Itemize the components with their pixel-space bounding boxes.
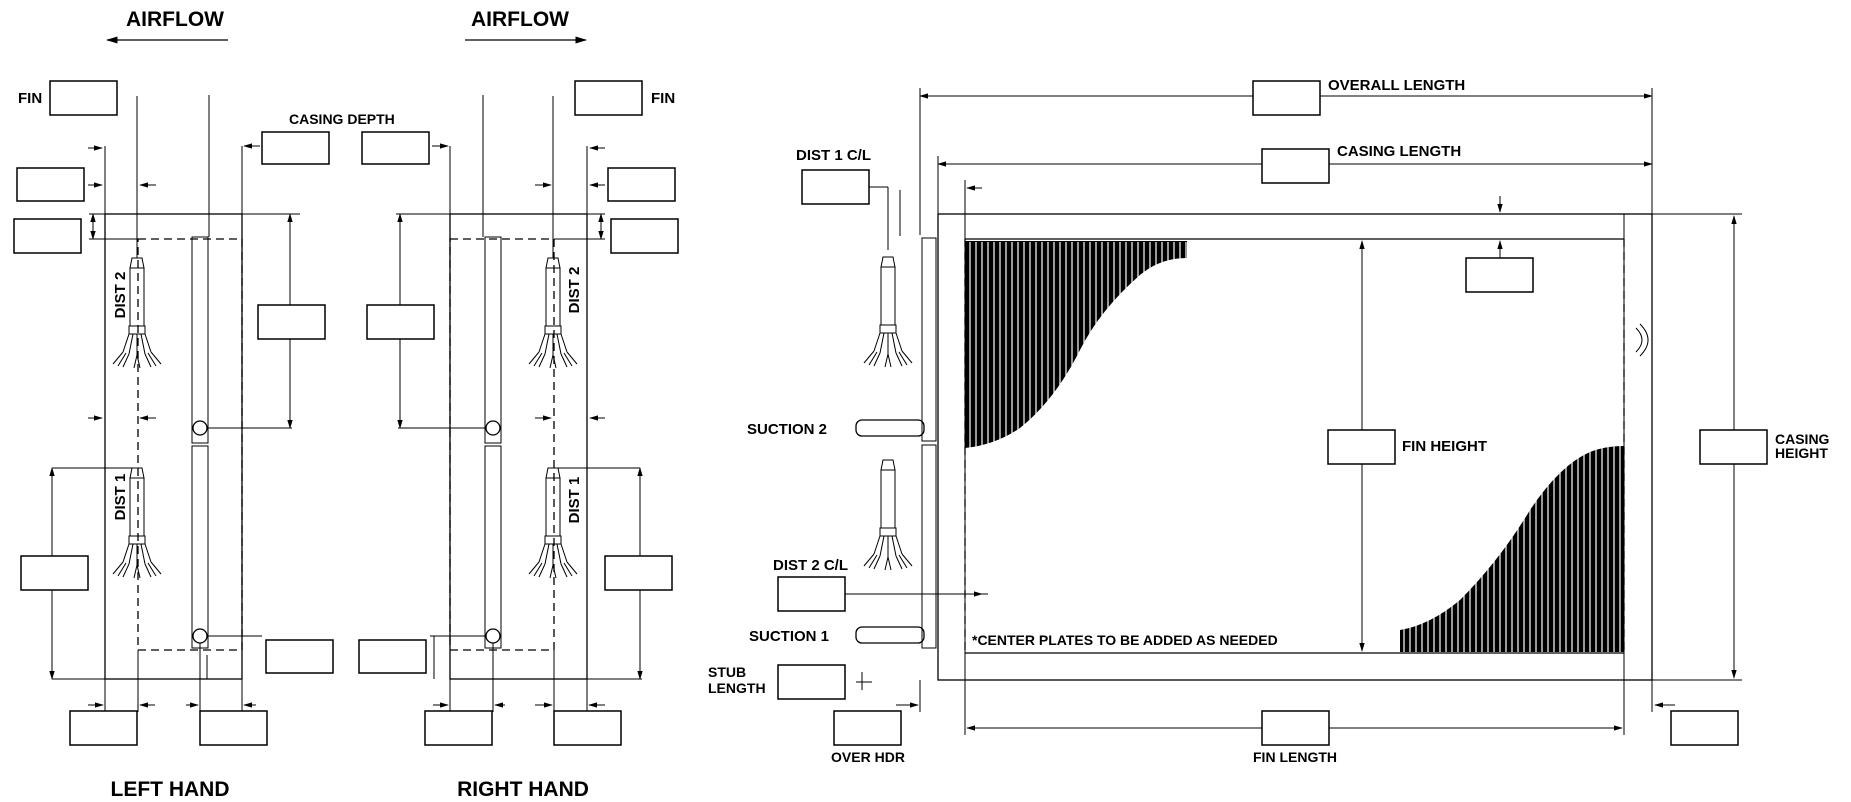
- left-casing: [104, 213, 243, 680]
- side-header-upper: [921, 237, 937, 442]
- fin-length-input[interactable]: [1261, 710, 1330, 746]
- left-dist2-height-input[interactable]: [257, 304, 326, 340]
- right-suction2-stub: [485, 420, 501, 436]
- dist2-cl-input[interactable]: [777, 576, 846, 612]
- left-hand-view: AIRFLOW FIN DIST 2 DIST 1: [13, 8, 334, 801]
- right-bottom-right-input[interactable]: [553, 710, 622, 746]
- right-header-upper: [484, 236, 502, 444]
- right-dist1-height-input[interactable]: [604, 555, 673, 591]
- left-hand-caption: LEFT HAND: [111, 778, 230, 801]
- fin-left-label: FIN: [18, 90, 42, 107]
- stub-length-label-2: LENGTH: [708, 680, 766, 696]
- left-fin-input[interactable]: [49, 80, 118, 116]
- fin-height-label: FIN HEIGHT: [1402, 438, 1487, 455]
- fin-height-input[interactable]: [1327, 429, 1396, 465]
- fin-right-label: FIN: [651, 90, 675, 107]
- stub-length-label-1: STUB: [708, 664, 746, 680]
- right-fin-outline: [449, 238, 555, 651]
- over-hdr-label: OVER HDR: [831, 749, 905, 765]
- side-distributor-2-icon: [863, 459, 913, 571]
- casing-depth-label: CASING DEPTH: [289, 111, 395, 127]
- right-header-lower: [484, 445, 502, 649]
- right-hand-view: AIRFLOW FIN CASING DEPTH DIST 2 DIST 1: [289, 8, 679, 801]
- dist1-cl-label: DIST 1 C/L: [796, 147, 871, 164]
- side-view: OVERALL LENGTH CASING LENGTH FIN HEI: [708, 77, 1830, 765]
- casing-height-label-1: CASING: [1775, 431, 1830, 447]
- suction1-label: SUCTION 1: [749, 628, 829, 645]
- dist1-cl-input[interactable]: [801, 169, 870, 205]
- side-header-lower: [921, 444, 937, 649]
- left-dist2-label: DIST 2: [112, 272, 129, 319]
- side-casing: [937, 213, 1653, 681]
- left-fin-outline: [137, 238, 243, 651]
- suction2-label: SUCTION 2: [747, 421, 827, 438]
- left-casing-depth-input[interactable]: [261, 131, 330, 165]
- stub-length-input[interactable]: [777, 664, 846, 700]
- overall-length-label: OVERALL LENGTH: [1328, 77, 1465, 94]
- left-fin-top-input[interactable]: [13, 218, 82, 254]
- fin-length-label: FIN LENGTH: [1253, 749, 1337, 765]
- left-bottom-left-input[interactable]: [69, 710, 138, 746]
- right-extension-input[interactable]: [1670, 710, 1739, 746]
- left-fin-offset-input[interactable]: [16, 167, 85, 202]
- casing-length-input[interactable]: [1261, 148, 1330, 184]
- left-suction1-stub: [192, 628, 208, 644]
- right-dist2-height-input[interactable]: [366, 304, 435, 340]
- left-bottom-right-input[interactable]: [199, 710, 268, 746]
- over-hdr-input[interactable]: [833, 710, 902, 746]
- overall-length-input[interactable]: [1252, 80, 1321, 116]
- suction2-stub: [855, 419, 925, 437]
- suction1-stub: [855, 626, 925, 644]
- left-suction1-offset-input[interactable]: [265, 639, 334, 674]
- side-distributor-1-icon: [863, 256, 913, 368]
- right-casing-depth-input[interactable]: [361, 131, 430, 165]
- right-bottom-left-input[interactable]: [424, 710, 493, 746]
- dist2-cl-label: DIST 2 C/L: [773, 557, 848, 574]
- right-suction1-offset-input[interactable]: [358, 639, 427, 674]
- center-plates-note: *CENTER PLATES TO BE ADDED AS NEEDED: [972, 632, 1278, 648]
- left-header-upper: [191, 236, 209, 444]
- fin-top-offset-input[interactable]: [1465, 257, 1534, 293]
- right-suction1-stub: [485, 628, 501, 644]
- right-dist1-label: DIST 1: [566, 477, 583, 524]
- airflow-left-label: AIRFLOW: [126, 8, 224, 31]
- airflow-right-label: AIRFLOW: [471, 8, 569, 31]
- casing-length-label: CASING LENGTH: [1337, 143, 1461, 160]
- right-fin-top-input[interactable]: [610, 218, 679, 254]
- left-suction2-stub: [192, 420, 208, 436]
- left-header-lower: [191, 445, 209, 649]
- fin-pattern-upper: [965, 241, 1187, 448]
- left-dist1-height-input[interactable]: [20, 555, 89, 591]
- casing-height-input[interactable]: [1699, 429, 1768, 465]
- right-dist2-label: DIST 2: [566, 267, 583, 314]
- right-hand-caption: RIGHT HAND: [457, 778, 589, 801]
- right-fin-input[interactable]: [574, 80, 643, 116]
- casing-height-label-2: HEIGHT: [1775, 445, 1828, 461]
- right-fin-offset-input[interactable]: [607, 167, 676, 202]
- left-dist1-label: DIST 1: [112, 474, 129, 521]
